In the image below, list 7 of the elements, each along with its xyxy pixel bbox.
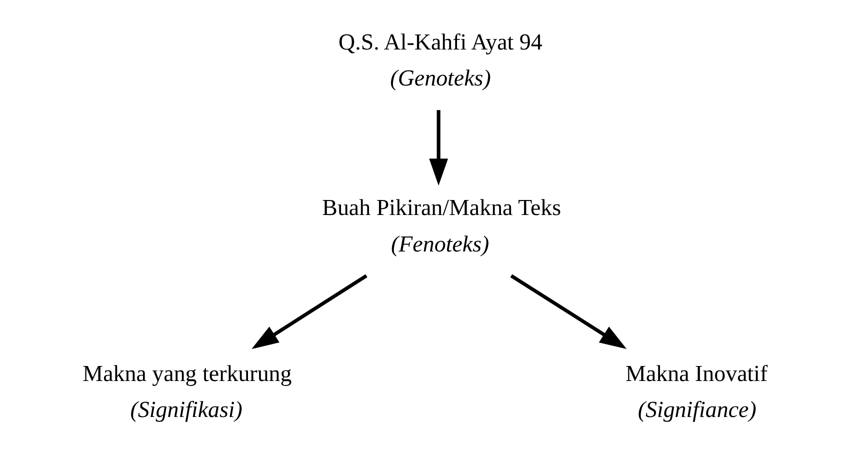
node-text: Makna Inovatif (Signifiance) — [625, 360, 768, 422]
arrow — [251, 274, 367, 350]
arrow — [428, 110, 448, 186]
arrow — [510, 274, 626, 350]
node-text: Makna yang terkurung (Signifikasi) — [82, 360, 292, 422]
node-text: Q.S. Al-Kahfi Ayat 94 (Genoteks) — [338, 30, 542, 91]
node-text: Buah Pikiran/Makna Teks (Fenoteks) — [322, 195, 561, 256]
